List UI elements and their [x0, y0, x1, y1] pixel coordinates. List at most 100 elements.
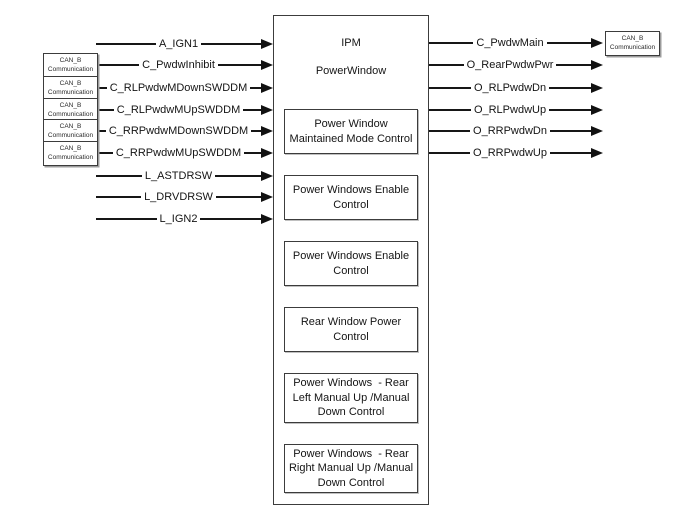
- wire-line: [429, 87, 471, 89]
- can-b-communication-box: CAN_B Communication: [43, 140, 98, 166]
- input-signal-label: C_RRPwdwMUpSWDDM: [115, 146, 242, 159]
- can-box-label-line1: CAN_B: [59, 79, 82, 87]
- wire-line: [96, 64, 140, 66]
- output-signal-label: O_RLPwdwDn: [473, 81, 547, 94]
- wire-line: [250, 87, 261, 89]
- can-b-communication-box: CAN_B Communication: [605, 30, 660, 56]
- wire-line: [96, 152, 113, 154]
- can-b-communication-box: CAN_B Communication: [43, 97, 98, 123]
- wire-line: [217, 64, 262, 66]
- wire-line: [201, 43, 262, 45]
- input-signal-row: C_RLPwdwMDownSWDDM: [96, 80, 273, 96]
- input-signal-row: L_ASTDRSW: [96, 168, 273, 184]
- wire-line: [96, 130, 106, 132]
- output-signal-label: O_RRPwdwUp: [473, 146, 547, 159]
- output-signal-row: O_RLPwdwUp: [429, 102, 604, 118]
- arrowhead-icon: [261, 148, 274, 158]
- wire-line: [96, 109, 114, 111]
- subsystem-block-label: Power Windows Enable Control: [292, 249, 410, 277]
- output-signal-label: O_RRPwdwDn: [473, 124, 547, 137]
- wire-line: [251, 130, 262, 132]
- can-box-label-line2: Communication: [47, 66, 94, 73]
- arrowhead-icon: [261, 60, 274, 70]
- subsystem-block: Power Windows - Rear Right Manual Up /Ma…: [284, 443, 418, 494]
- output-signal-row: O_RRPwdwUp: [429, 145, 603, 161]
- subsystem-block: Power Windows Enable Control: [284, 241, 418, 286]
- arrowhead-icon: [261, 214, 274, 224]
- output-signal-row: O_RLPwdwDn: [429, 80, 604, 96]
- input-signal-row: C_RRPwdwMDownSWDDM: [96, 123, 274, 139]
- arrowhead-icon: [261, 39, 274, 49]
- input-signal-label: C_PwdwInhibit: [142, 58, 215, 71]
- arrowhead-icon: [261, 192, 273, 202]
- output-signal-label: O_RLPwdwUp: [473, 103, 547, 116]
- output-signal-label: C_PwdwMain: [476, 36, 544, 49]
- can-b-communication-box: CAN_B Communication: [43, 52, 98, 78]
- wire-line: [96, 196, 142, 198]
- wire-line: [96, 43, 156, 45]
- wire-line: [549, 130, 591, 132]
- subsystem-block: Power Windows Enable Control: [284, 175, 418, 220]
- arrowhead-icon: [591, 148, 603, 158]
- arrowhead-icon: [591, 105, 604, 115]
- can-box-label-line1: CAN_B: [59, 56, 82, 64]
- subsystem-block: Rear Window Power Control: [284, 307, 418, 352]
- input-signal-row: C_RRPwdwMUpSWDDM: [96, 145, 274, 161]
- can-box-label-line1: CAN_B: [621, 34, 644, 42]
- wire-line: [96, 175, 142, 177]
- input-signal-row: C_RLPwdwMUpSWDDM: [96, 102, 273, 118]
- wire-line: [96, 218, 157, 220]
- arrowhead-icon: [261, 105, 273, 115]
- arrowhead-icon: [261, 83, 273, 93]
- input-signal-label: A_IGN1: [158, 37, 199, 50]
- input-signal-label: L_IGN2: [159, 212, 198, 225]
- wire-line: [215, 175, 261, 177]
- output-signal-row: C_PwdwMain: [429, 35, 603, 51]
- input-signal-row: L_DRVDRSW: [96, 189, 273, 205]
- wire-line: [429, 109, 471, 111]
- wire-line: [215, 196, 261, 198]
- wire-line: [546, 42, 591, 44]
- input-signal-row: L_IGN2: [96, 211, 274, 227]
- arrowhead-icon: [591, 83, 604, 93]
- can-box-label-line1: CAN_B: [59, 144, 82, 152]
- subsystem-block-label: Power Windows Enable Control: [292, 183, 410, 211]
- wire-line: [429, 130, 471, 132]
- wire-line: [549, 87, 592, 89]
- output-signal-row: O_RearPwdwPwr: [429, 57, 603, 73]
- input-signal-label: C_RRPwdwMDownSWDDM: [108, 124, 249, 137]
- wire-line: [429, 42, 474, 44]
- module-title: IPM: [341, 37, 361, 49]
- wire-line: [556, 64, 591, 66]
- wire-line: [244, 152, 262, 154]
- arrowhead-icon: [261, 126, 274, 136]
- input-signal-label: C_RLPwdwMUpSWDDM: [116, 103, 241, 116]
- wire-line: [549, 152, 591, 154]
- subsystem-block-label: Power Windows - Rear Left Manual Up /Man…: [292, 377, 410, 419]
- wire-line: [549, 109, 592, 111]
- subsystem-block: Power Windows - Rear Left Manual Up /Man…: [284, 373, 418, 423]
- can-box-label-line2: Communication: [47, 89, 94, 96]
- subsystem-block: Power Window Maintained Mode Control: [284, 109, 418, 154]
- subsystem-block-label: Power Windows - Rear Right Manual Up /Ma…: [288, 447, 414, 489]
- module-subtitle: PowerWindow: [315, 65, 387, 77]
- wire-line: [96, 87, 107, 89]
- can-box-label-line2: Communication: [47, 132, 94, 139]
- arrowhead-icon: [591, 60, 603, 70]
- input-signal-label: L_DRVDRSW: [144, 190, 213, 203]
- wire-line: [429, 64, 464, 66]
- module-title-area: IPM PowerWindow: [274, 16, 428, 77]
- input-signal-label: C_RLPwdwMDownSWDDM: [109, 81, 248, 94]
- can-box-label-line1: CAN_B: [59, 122, 82, 130]
- output-signal-label: O_RearPwdwPwr: [466, 58, 554, 71]
- can-box-label-line1: CAN_B: [59, 101, 82, 109]
- ipm-module-block: IPM PowerWindow Power Window Maintained …: [273, 15, 429, 505]
- can-box-label-line2: Communication: [47, 154, 94, 161]
- wire-line: [429, 152, 471, 154]
- subsystem-block-label: Rear Window Power Control: [300, 315, 402, 343]
- can-box-label-line2: Communication: [609, 44, 656, 51]
- input-signal-label: L_ASTDRSW: [144, 169, 213, 182]
- subsystem-block-label: Power Window Maintained Mode Control: [289, 117, 413, 145]
- can-box-label-line2: Communication: [47, 111, 94, 118]
